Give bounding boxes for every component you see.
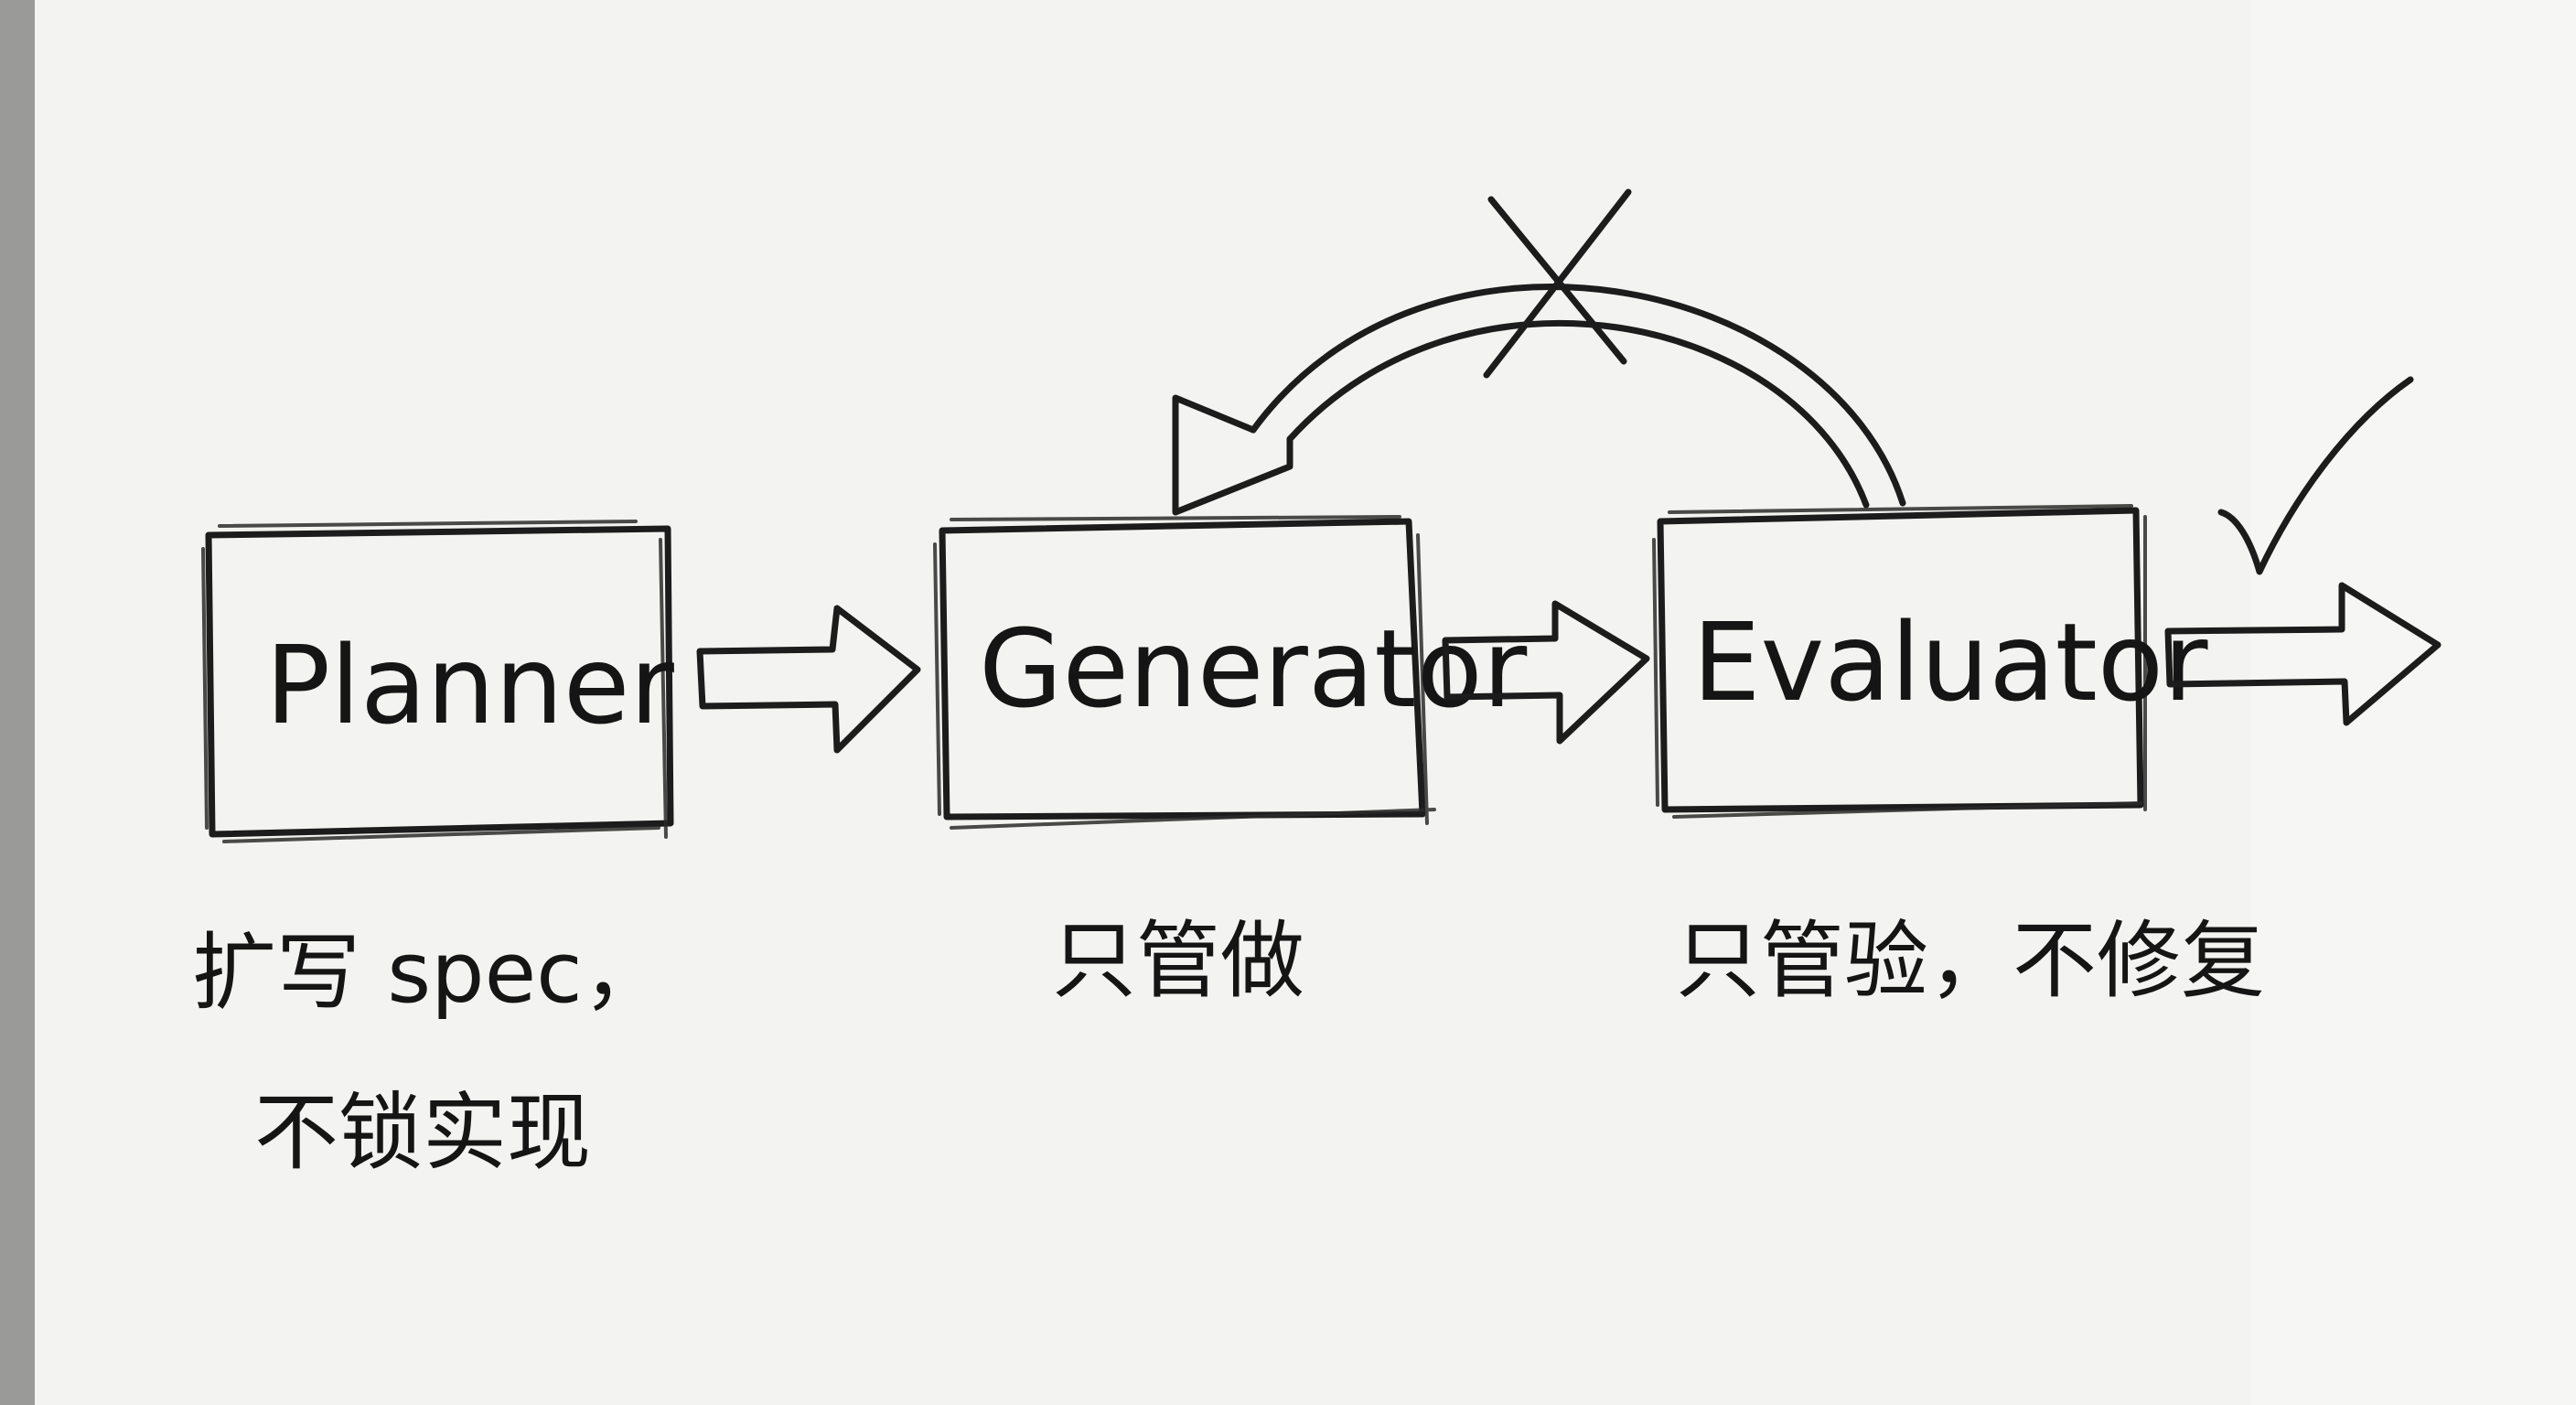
generator-box-sketch — [933, 515, 1436, 830]
planner-box-sketch — [201, 520, 668, 843]
feedback-arc-outer — [1250, 284, 1906, 507]
feedback-arc-inner — [1286, 320, 1870, 509]
generator-label: Generator — [979, 606, 1528, 732]
cross-mark-icon — [1483, 188, 1632, 379]
feedback-arrowhead — [1172, 394, 1293, 516]
generator-box — [939, 518, 1426, 820]
planner-note-line-1: 扩写 spec， — [192, 924, 667, 1022]
planner-box — [205, 525, 674, 838]
feedback-arrow-crossed — [1172, 188, 1906, 516]
napkin-texture — [2250, 0, 2576, 1405]
napkin-paper — [35, 0, 2576, 1405]
evaluator-label: Evaluator — [1692, 599, 2208, 725]
evaluator-note: 只管验，不修复 — [1676, 912, 2265, 1010]
checkmark-icon — [2217, 376, 2414, 575]
planner-label: Planner — [265, 622, 674, 748]
arrow-output — [2164, 582, 2442, 726]
cross-stroke-2 — [1483, 188, 1632, 379]
generator-node: Generator — [933, 515, 1528, 830]
evaluator-box-sketch — [1652, 504, 2147, 819]
planner-note-line-2: 不锁实现 — [254, 1084, 591, 1182]
planner-node: Planner — [201, 520, 674, 843]
evaluator-node: Evaluator — [1652, 504, 2208, 819]
arrow-generator-to-evaluator — [1442, 600, 1650, 745]
generator-note: 只管做 — [1052, 912, 1304, 1010]
arrow-planner-to-generator — [696, 605, 921, 754]
